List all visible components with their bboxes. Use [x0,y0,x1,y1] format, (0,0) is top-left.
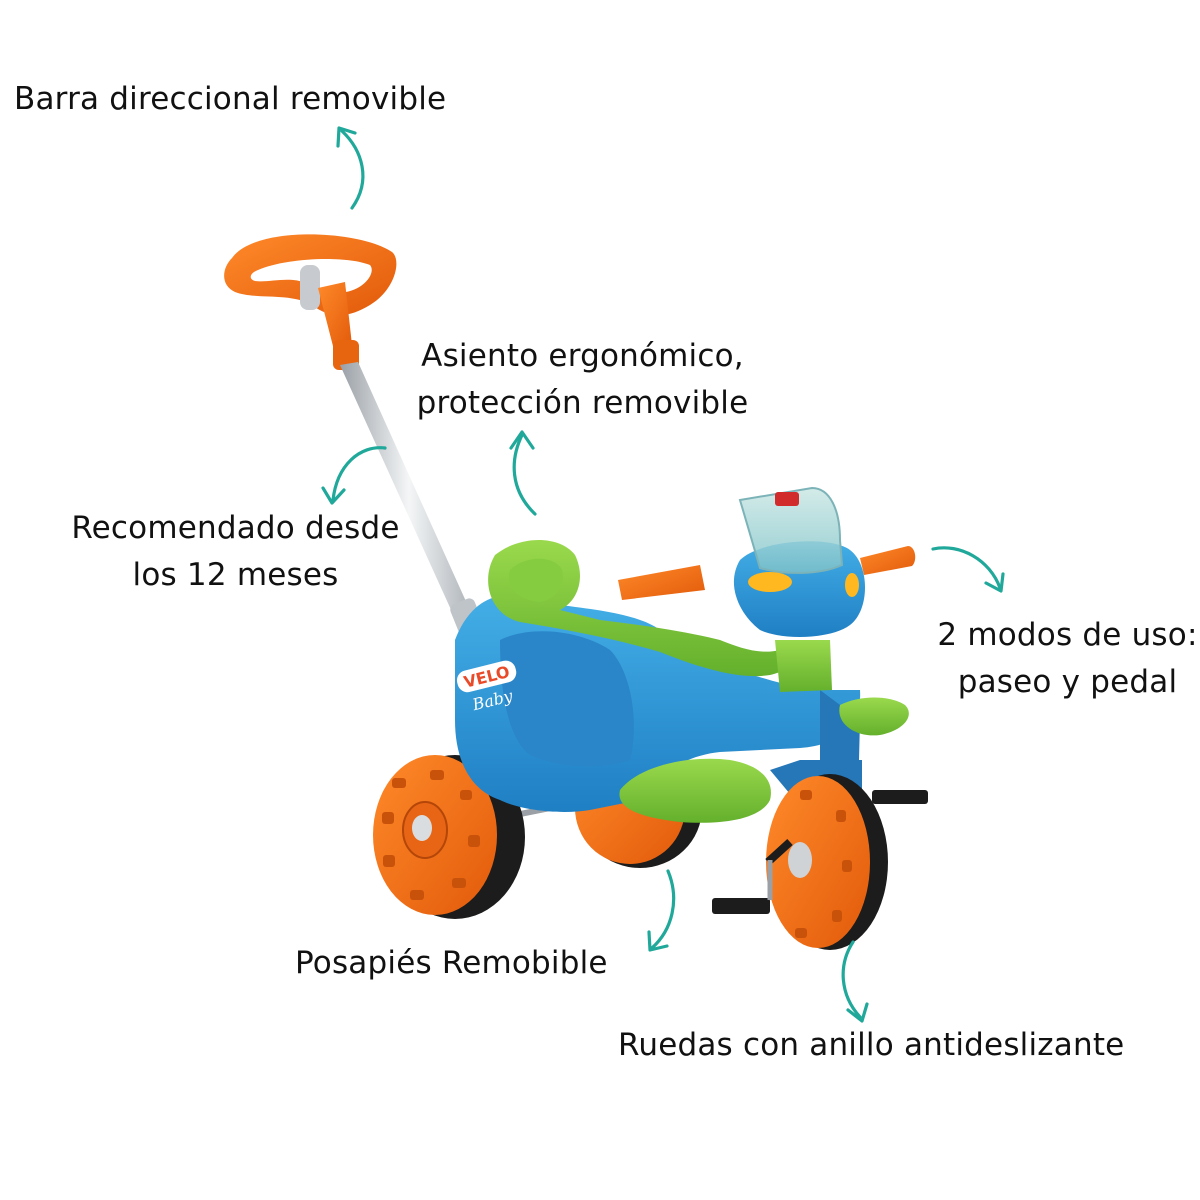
curved-arrow-icon [509,430,537,516]
curved-arrow-icon [647,869,676,952]
label-asiento-line-2: protección removible [416,384,749,421]
label-posapies: Posapiés Remobible [295,945,608,981]
label-asiento-line-1: Asiento ergonómico, [421,338,744,374]
handlebars [618,546,916,600]
curved-arrow-icon [841,940,869,1023]
label-recomendado-line-1: Recomendado desde [71,510,400,546]
label-recomendado-line-2: los 12 meses [132,556,339,593]
label-barra-direccional: Barra direccional removible [14,81,447,117]
footrest [619,697,909,823]
curved-arrow-icon [931,546,1005,593]
curved-arrow-icon [336,126,365,210]
push-handle [224,234,397,370]
curved-arrow-icon [321,446,387,505]
label-asiento-ergonomico: Asiento ergonómico, protección removible [400,333,765,426]
rear-wheel-near [373,755,525,919]
label-recomendado-edad: Recomendado desde los 12 meses [48,505,423,598]
label-modos-de-uso: 2 modos de uso: paseo y pedal [920,612,1200,705]
label-modos-line-1: 2 modos de uso: [937,617,1198,653]
front-head [733,486,865,692]
seat [488,540,793,677]
front-wheel [766,760,888,950]
label-ruedas: Ruedas con anillo antideslizante [618,1027,1125,1063]
pedals [712,790,928,914]
label-modos-line-2: paseo y pedal [957,663,1178,700]
